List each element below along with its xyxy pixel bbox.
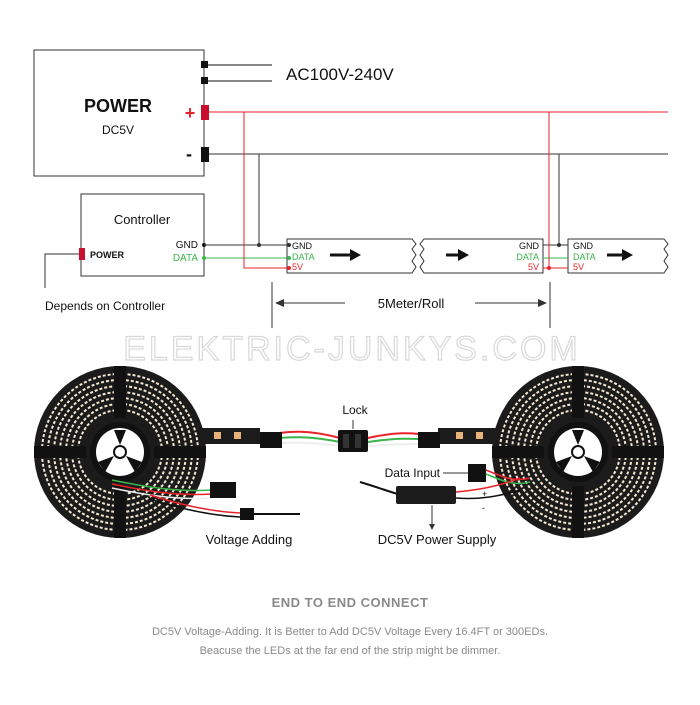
controller-title: Controller xyxy=(114,212,171,227)
power-supply-connector xyxy=(396,486,456,504)
wire-white xyxy=(111,487,213,500)
strip-segment-1: GND DATA 5V xyxy=(286,238,417,274)
plus-sign: + xyxy=(185,103,196,123)
power-title: POWER xyxy=(84,96,152,116)
voltage-adding-connector xyxy=(240,508,254,520)
footer-line-1: DC5V Voltage-Adding. It is Better to Add… xyxy=(151,626,548,638)
arrow-left-icon xyxy=(275,299,284,307)
strip-segment-3: GND DATA 5V xyxy=(567,238,669,274)
lock-connector xyxy=(338,430,368,452)
strip2-data: DATA xyxy=(516,252,539,262)
controller-note: Depends on Controller xyxy=(45,299,165,313)
strip2-gnd: GND xyxy=(519,241,540,251)
length-label: 5Meter/Roll xyxy=(378,296,445,311)
arrow-icon xyxy=(350,249,361,261)
wire-black xyxy=(149,498,241,518)
controller-box: Controller POWER GND DATA xyxy=(79,193,206,277)
data-connector-left xyxy=(210,482,236,498)
ac-terminal-1 xyxy=(201,61,208,68)
controller-power-label: POWER xyxy=(90,250,125,260)
negative-terminal xyxy=(201,147,209,162)
data-input-label: Data Input xyxy=(385,466,441,480)
strip3-gnd: GND xyxy=(573,241,594,251)
supply-plus: + xyxy=(482,489,487,499)
wire-green xyxy=(111,479,213,492)
led-chip xyxy=(234,432,241,439)
junction-dot xyxy=(557,243,561,247)
arrow-down-icon xyxy=(429,524,435,530)
arrow-icon xyxy=(458,249,469,261)
lock-detail xyxy=(355,434,361,448)
wire-black xyxy=(455,489,521,500)
data-input-connector xyxy=(468,464,486,482)
positive-drop-1 xyxy=(243,112,289,269)
power-voltage: DC5V xyxy=(102,123,134,137)
led-chip xyxy=(456,432,463,439)
strip-tail-right xyxy=(438,428,498,444)
controller-data-label: DATA xyxy=(173,253,199,264)
controller-gnd-label: GND xyxy=(176,240,198,251)
voltage-adding-label: Voltage Adding xyxy=(206,532,293,547)
strip3-data: DATA xyxy=(573,252,596,262)
lock-label: Lock xyxy=(342,403,368,417)
strip-connector-left xyxy=(260,432,282,448)
strip2-5v: 5V xyxy=(528,262,539,272)
controller-power-port xyxy=(79,248,85,260)
minus-sign: - xyxy=(186,144,192,164)
junction-dot xyxy=(257,243,261,247)
positive-terminal xyxy=(201,105,209,120)
wire-black xyxy=(359,481,399,495)
arrow-right-icon xyxy=(538,299,547,307)
ac-input-label: AC100V-240V xyxy=(286,65,394,84)
lock-detail xyxy=(343,434,349,448)
wire-red xyxy=(111,483,213,496)
ac-terminal-2 xyxy=(201,77,208,84)
junction-dot xyxy=(547,266,551,270)
led-reel-right xyxy=(491,365,665,539)
strip1-data: DATA xyxy=(292,252,315,262)
strip1-5v: 5V xyxy=(292,262,303,272)
controller-power-wire xyxy=(44,253,79,288)
footer-title: END TO END CONNECT xyxy=(271,595,429,610)
wire-red xyxy=(485,469,531,481)
watermark-text: ELEKTRIC-JUNKYS.COM xyxy=(123,330,581,368)
supply-minus: - xyxy=(482,503,485,513)
strip1-gnd: GND xyxy=(292,241,313,251)
strip-segment-2: GND DATA 5V xyxy=(419,238,544,274)
strip3-5v: 5V xyxy=(573,262,584,272)
arrow-icon xyxy=(622,249,633,261)
led-reel-left xyxy=(33,365,207,539)
footer-line-2: Beacuse the LEDs at the far end of the s… xyxy=(199,645,501,657)
power-supply-label: DC5V Power Supply xyxy=(378,532,497,547)
wire-red xyxy=(149,494,241,514)
wire-red xyxy=(455,477,521,493)
led-chip xyxy=(214,432,221,439)
led-chip xyxy=(476,432,483,439)
strip-tail-left xyxy=(200,428,260,444)
strip-connector-right xyxy=(418,432,440,448)
power-supply-box: POWER DC5V + - xyxy=(33,49,209,177)
